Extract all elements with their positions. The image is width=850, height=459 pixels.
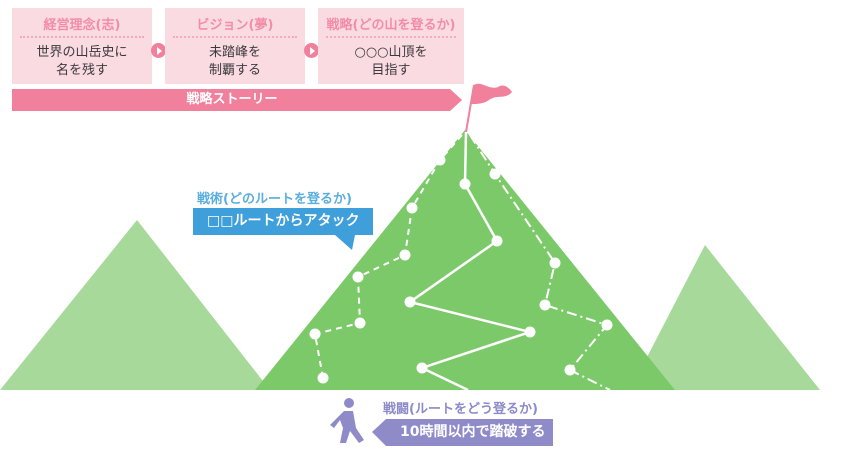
route-node (354, 317, 366, 329)
route-node (459, 178, 471, 190)
card-vision-body: 未踏峰を 制覇する (208, 45, 261, 78)
card-philosophy-title: 経営理念(志) (43, 18, 121, 33)
route-node (564, 364, 576, 376)
route-node (416, 362, 428, 374)
route-node (549, 257, 561, 269)
flag-icon (465, 83, 512, 133)
route-node (434, 154, 446, 166)
route-nodes (309, 154, 613, 384)
route-node (352, 271, 364, 283)
card-divider (173, 36, 297, 38)
walking-person-icon (330, 398, 364, 443)
story-arrow (12, 89, 462, 111)
card-philosophy: 経営理念(志) 世界の山岳史に 名を残す (12, 8, 152, 84)
card-divider (20, 36, 144, 38)
battle-label: 戦闘(ルートをどう登るか) (383, 402, 538, 417)
route-node (539, 299, 551, 311)
chevron-right-icon (151, 43, 166, 58)
card-strategy-title: 戦略(どの山を登るか) (326, 18, 456, 33)
route-node (601, 319, 613, 331)
tactics-callout: □□ルートからアタック (193, 208, 373, 235)
route-node (399, 249, 411, 261)
left-mountain (0, 220, 270, 390)
route-node (491, 235, 503, 247)
card-strategy: 戦略(どの山を登るか) ○○○山頂を 目指す (318, 8, 464, 84)
strategy-story-label: 戦略ストーリー (186, 92, 278, 107)
card-vision-title: ビジョン(夢) (196, 18, 274, 33)
tactics-label: 戦術(どのルートを登るか) (197, 192, 352, 207)
tactics-bubble-tail (335, 235, 355, 250)
card-strategy-body: ○○○山頂を 目指す (354, 45, 428, 78)
route-node (317, 372, 329, 384)
route-node (406, 202, 418, 214)
route-node (404, 296, 416, 308)
route-node (489, 168, 501, 180)
card-philosophy-body: 世界の山岳史に 名を残す (36, 45, 128, 78)
route-node (524, 326, 536, 338)
battle-callout: 10時間以内で踏破する (386, 419, 553, 446)
right-mountain (630, 245, 820, 390)
route-node (309, 328, 321, 340)
chevron-right-icon (304, 43, 319, 58)
card-vision: ビジョン(夢) 未踏峰を 制覇する (165, 8, 305, 84)
battle-tag-point (372, 419, 386, 446)
card-divider (326, 36, 456, 38)
